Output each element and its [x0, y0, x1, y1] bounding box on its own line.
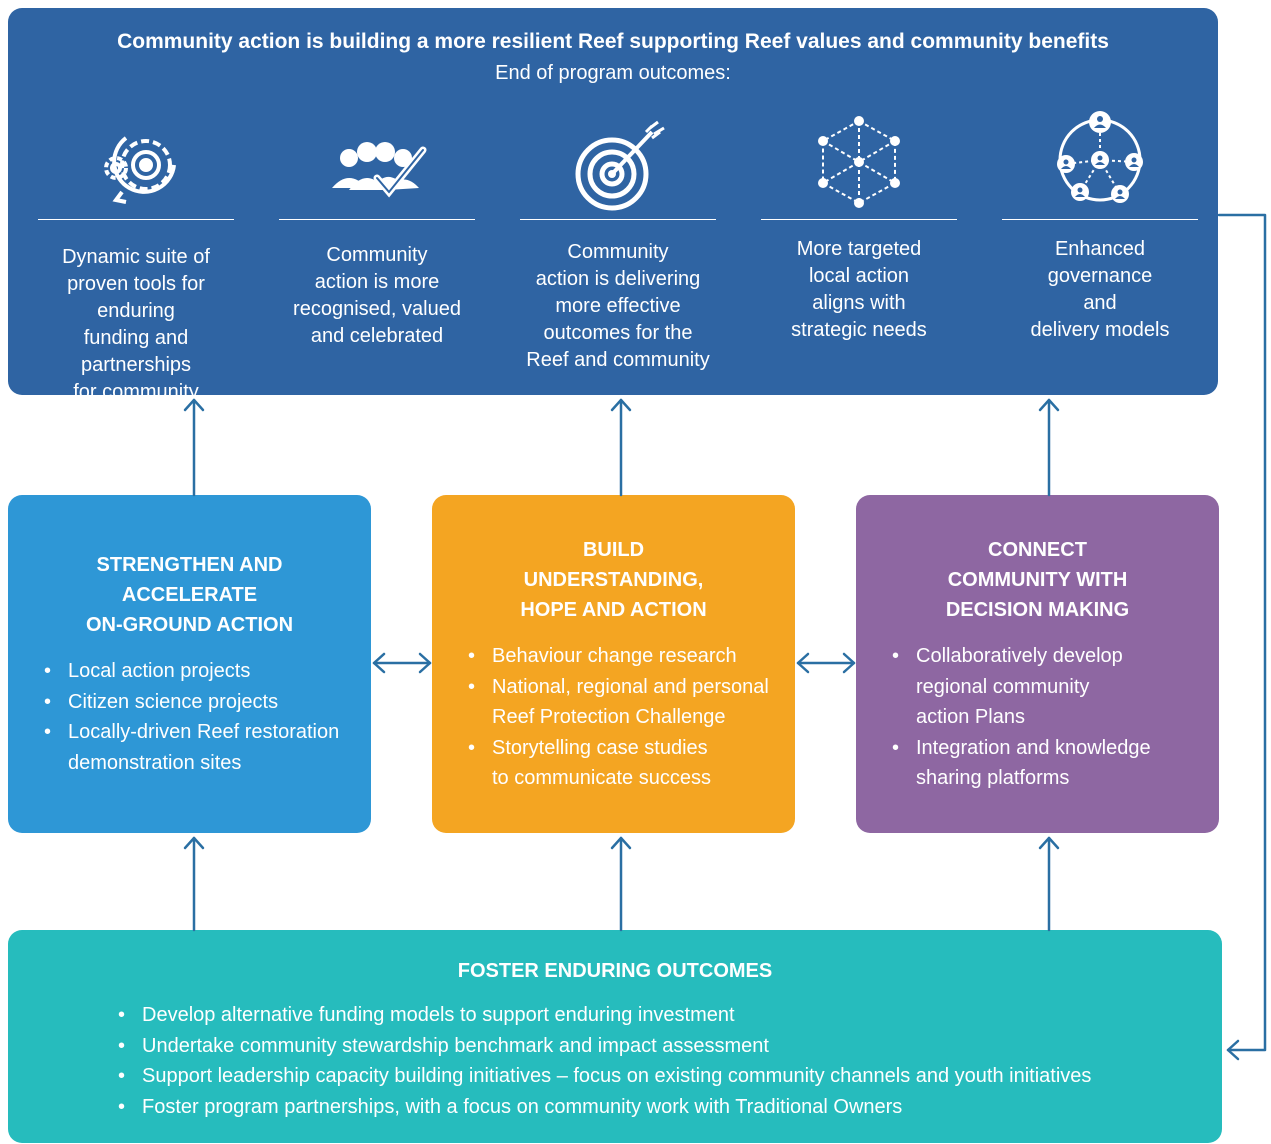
item-line: Collaboratively develop [916, 645, 1123, 667]
outcome-line: outcomes for the [543, 322, 693, 344]
outcome-tools-funding: Dynamic suite of proven tools for enduri… [30, 8, 242, 430]
outcome-line: proven tools for enduring [67, 273, 205, 322]
foster-title: FOSTER ENDURING OUTCOMES [457, 960, 773, 982]
outcome-line: local action [808, 265, 910, 287]
foster-list: Develop alternative funding models to su… [118, 1000, 1091, 1122]
foster-outcomes-box: FOSTER ENDURING OUTCOMES Develop alterna… [8, 930, 1222, 1143]
outcome-line: Dynamic suite of [62, 246, 210, 268]
item-line: Reef Protection Challenge [492, 706, 726, 728]
outcome-divider [520, 219, 716, 220]
outcome-line: recognised, valued [293, 298, 461, 320]
item-line: to communicate success [492, 767, 711, 789]
list-item: Local action projects [44, 656, 353, 687]
outcome-divider [1002, 219, 1198, 220]
list-item: Integration and knowledge sharing platfor… [892, 733, 1201, 794]
item-line: regional community [916, 675, 1090, 698]
list-item: Support leadership capacity building ini… [118, 1061, 1091, 1092]
outcome-line: delivery models [1030, 319, 1170, 341]
item-line: Locally-driven Reef restoration [68, 721, 340, 743]
arrow-foster-to-connect [1038, 836, 1060, 932]
title-line: UNDERSTANDING, [523, 569, 704, 591]
item-line: action Plans [916, 706, 1025, 728]
arrow-build-to-outcomes [610, 398, 632, 497]
arrow-strengthen-build [372, 652, 432, 674]
community-check-icon [332, 142, 427, 198]
outcome-line: aligns with [812, 292, 906, 314]
diagram-title: Community action is building a more resi… [117, 30, 1109, 53]
outcome-line: and [1083, 292, 1117, 314]
strengthen-title: STRENGTHEN AND ACCELERATE ON-GROUND ACTI… [26, 550, 353, 640]
outcome-line: More targeted [796, 238, 922, 260]
gears-cycle-icon [104, 136, 176, 204]
outcome-line: governance [1047, 265, 1153, 287]
outcome-divider [279, 219, 475, 220]
item-line: Behaviour change research [492, 645, 737, 667]
strengthen-list: Local action projects Citizen science pr… [26, 656, 353, 778]
outcome-line: Community [326, 244, 428, 266]
outcome-line: Enhanced [1054, 238, 1146, 260]
outcome-effective-delivery: Community action is delivering more effe… [512, 8, 724, 395]
target-arrow-icon [575, 120, 665, 211]
title-line: HOPE AND ACTION [520, 599, 707, 621]
outcome-line: for community [73, 381, 199, 403]
arrow-connect-to-outcomes [1038, 398, 1060, 497]
outcome-targeted-action: More targeted local action aligns with s… [753, 8, 965, 395]
item-line: sharing platforms [916, 767, 1070, 789]
list-item: Locally-driven Reef restoration demonstra… [44, 717, 353, 778]
list-item: Undertake community stewardship benchmar… [118, 1031, 1091, 1062]
outcome-divider [38, 219, 234, 220]
title-line: ACCELERATE [121, 584, 258, 606]
arrow-build-connect [796, 652, 856, 674]
title-line: DECISION MAKING [945, 599, 1130, 621]
arrow-foster-to-build [610, 836, 632, 932]
outcome-line: action are available [49, 408, 223, 430]
outcome-line: more effective [555, 295, 681, 317]
build-title: BUILD UNDERSTANDING, HOPE AND ACTION [450, 535, 777, 625]
connect-decision-box: CONNECT COMMUNITY WITH DECISION MAKING C… [856, 495, 1219, 833]
item-line: Integration and knowledge [916, 736, 1151, 759]
list-item: Storytelling case studies to communicate … [468, 733, 777, 794]
outcome-line: strategic needs [791, 319, 927, 341]
outcome-line: Reef and community [526, 349, 710, 371]
title-line: STRENGTHEN AND [96, 554, 283, 576]
arrow-foster-to-strengthen [183, 836, 205, 932]
network-hexagon-icon [818, 116, 900, 208]
list-item: Develop alternative funding models to su… [118, 1000, 1091, 1031]
item-line: Local action projects [68, 660, 251, 682]
item-line: Citizen science projects [68, 690, 279, 713]
list-item: Behaviour change research [468, 641, 777, 672]
build-list: Behaviour change research National, regi… [450, 641, 777, 794]
item-line: Storytelling case studies [492, 736, 708, 759]
list-item: Foster program partnerships, with a focu… [118, 1092, 1091, 1123]
list-item: Collaboratively develop regional communit… [892, 641, 1201, 733]
outcome-line: action is more [314, 271, 440, 293]
title-line: COMMUNITY WITH [947, 569, 1128, 591]
title-line: CONNECT [988, 539, 1087, 561]
diagram-subtitle: End of program outcomes: [495, 62, 731, 84]
outcome-line: funding and partnerships [80, 327, 192, 376]
outcome-community-recognised: Community action is more recognised, val… [271, 8, 483, 395]
connect-list: Collaboratively develop regional communit… [874, 641, 1201, 794]
list-item: Citizen science projects [44, 687, 353, 718]
people-network-icon [1057, 111, 1143, 203]
build-understanding-box: BUILD UNDERSTANDING, HOPE AND ACTION Beh… [432, 495, 795, 833]
outcome-governance-models: Enhanced governance and delivery models [994, 8, 1206, 395]
outcome-line: and celebrated [310, 325, 444, 347]
strengthen-action-box: STRENGTHEN AND ACCELERATE ON-GROUND ACTI… [8, 495, 371, 833]
outcome-line: Community [567, 241, 669, 263]
program-outcomes-panel: Community action is building a more resi… [8, 8, 1218, 430]
outcome-line: action is delivering [535, 268, 701, 290]
item-line: demonstration sites [68, 751, 242, 774]
title-line: BUILD [582, 539, 645, 561]
title-line: ON-GROUND ACTION [85, 614, 294, 636]
arrow-outcomes-to-foster [1217, 213, 1267, 1061]
item-line: National, regional and personal [492, 675, 769, 698]
connect-title: CONNECT COMMUNITY WITH DECISION MAKING [874, 535, 1201, 625]
outcome-divider [761, 219, 957, 220]
